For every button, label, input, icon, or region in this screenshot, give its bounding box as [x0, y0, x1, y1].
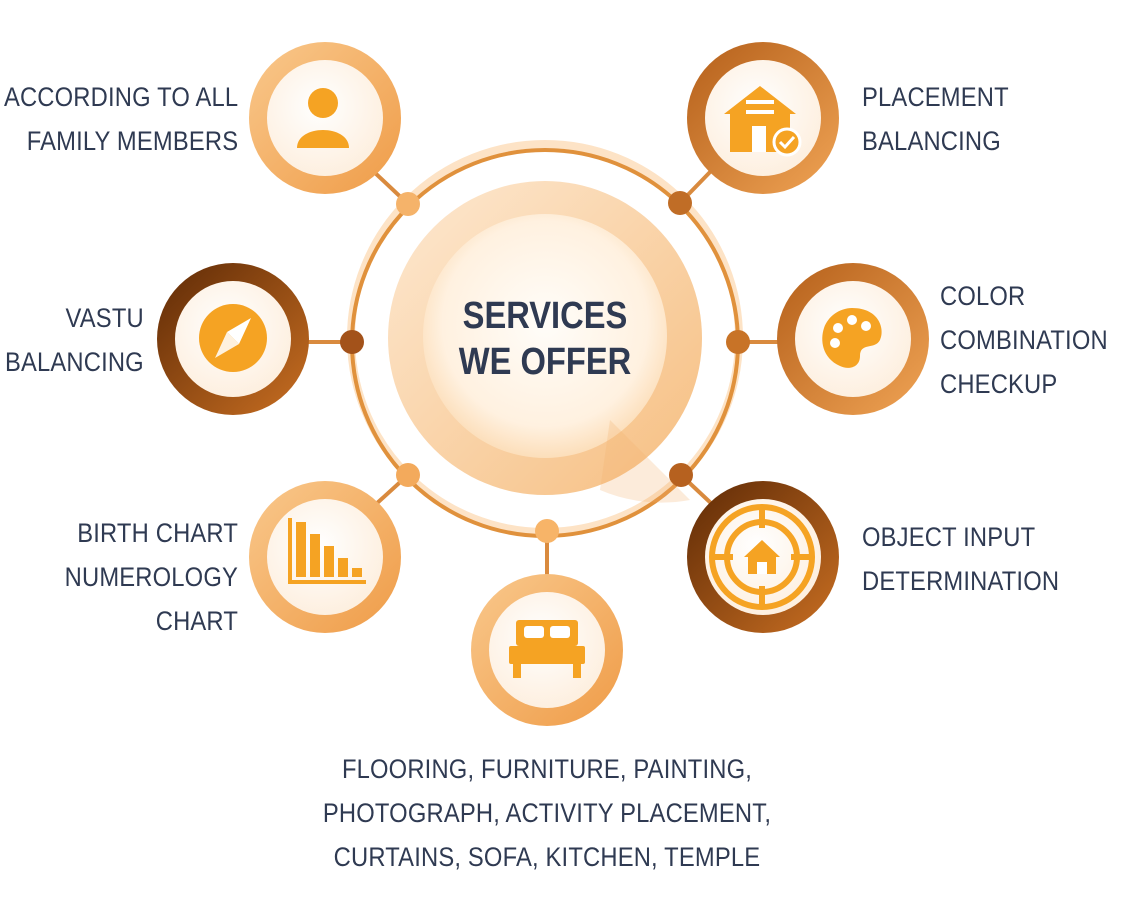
label-birth-line-3: CHART [155, 606, 238, 636]
house-check-icon [724, 86, 802, 157]
label-flooring-line-3: CURTAINS, SOFA, KITCHEN, TEMPLE [333, 842, 761, 872]
label-family-line-1: ACCORDING TO ALL [3, 82, 238, 112]
center-title: SERVICES WE OFFER [438, 293, 653, 385]
label-flooring: FLOORING, FURNITURE, PAINTING, PHOTOGRAP… [305, 747, 789, 879]
label-flooring-line-1: FLOORING, FURNITURE, PAINTING, [341, 754, 753, 784]
node-color [777, 263, 929, 415]
label-placement-line-1: PLACEMENT [862, 82, 1009, 112]
center-title-line-1: SERVICES [462, 295, 628, 337]
label-birth-line-2: NUMEROLOGY [64, 562, 238, 592]
label-birth-line-1: BIRTH CHART [77, 518, 238, 548]
label-flooring-line-2: PHOTOGRAPH, ACTIVITY PLACEMENT, [322, 798, 772, 828]
node-placement [687, 42, 839, 194]
label-family-line-2: FAMILY MEMBERS [26, 126, 239, 156]
connector-dots [340, 191, 750, 543]
label-vastu: VASTU BALANCING [5, 296, 144, 384]
label-color-line-3: CHECKUP [940, 369, 1058, 399]
target-house-icon [709, 504, 815, 610]
node-flooring [471, 574, 623, 726]
palette-icon [822, 308, 882, 368]
label-object: OBJECT INPUT DETERMINATION [862, 515, 1059, 603]
node-vastu [157, 263, 309, 415]
label-birth: BIRTH CHART NUMEROLOGY CHART [65, 511, 238, 643]
compass-icon [199, 304, 267, 372]
label-object-line-1: OBJECT INPUT [862, 522, 1036, 552]
center-disc [388, 181, 702, 503]
label-family: ACCORDING TO ALL FAMILY MEMBERS [4, 75, 238, 163]
label-placement-line-2: BALANCING [862, 126, 1001, 156]
label-vastu-line-2: BALANCING [5, 347, 144, 377]
node-family [249, 42, 401, 194]
person-icon [297, 88, 349, 148]
bar-chart-icon [288, 518, 366, 584]
label-color-line-2: COMBINATION [940, 325, 1108, 355]
center-title-line-2: WE OFFER [458, 341, 632, 383]
bed-icon [509, 620, 585, 678]
node-birth [249, 481, 401, 633]
label-vastu-line-1: VASTU [65, 303, 144, 333]
label-color-line-1: COLOR [940, 281, 1026, 311]
node-object [687, 481, 839, 633]
label-object-line-2: DETERMINATION [862, 566, 1060, 596]
label-color: COLOR COMBINATION CHECKUP [940, 274, 1108, 406]
label-placement: PLACEMENT BALANCING [862, 75, 1009, 163]
